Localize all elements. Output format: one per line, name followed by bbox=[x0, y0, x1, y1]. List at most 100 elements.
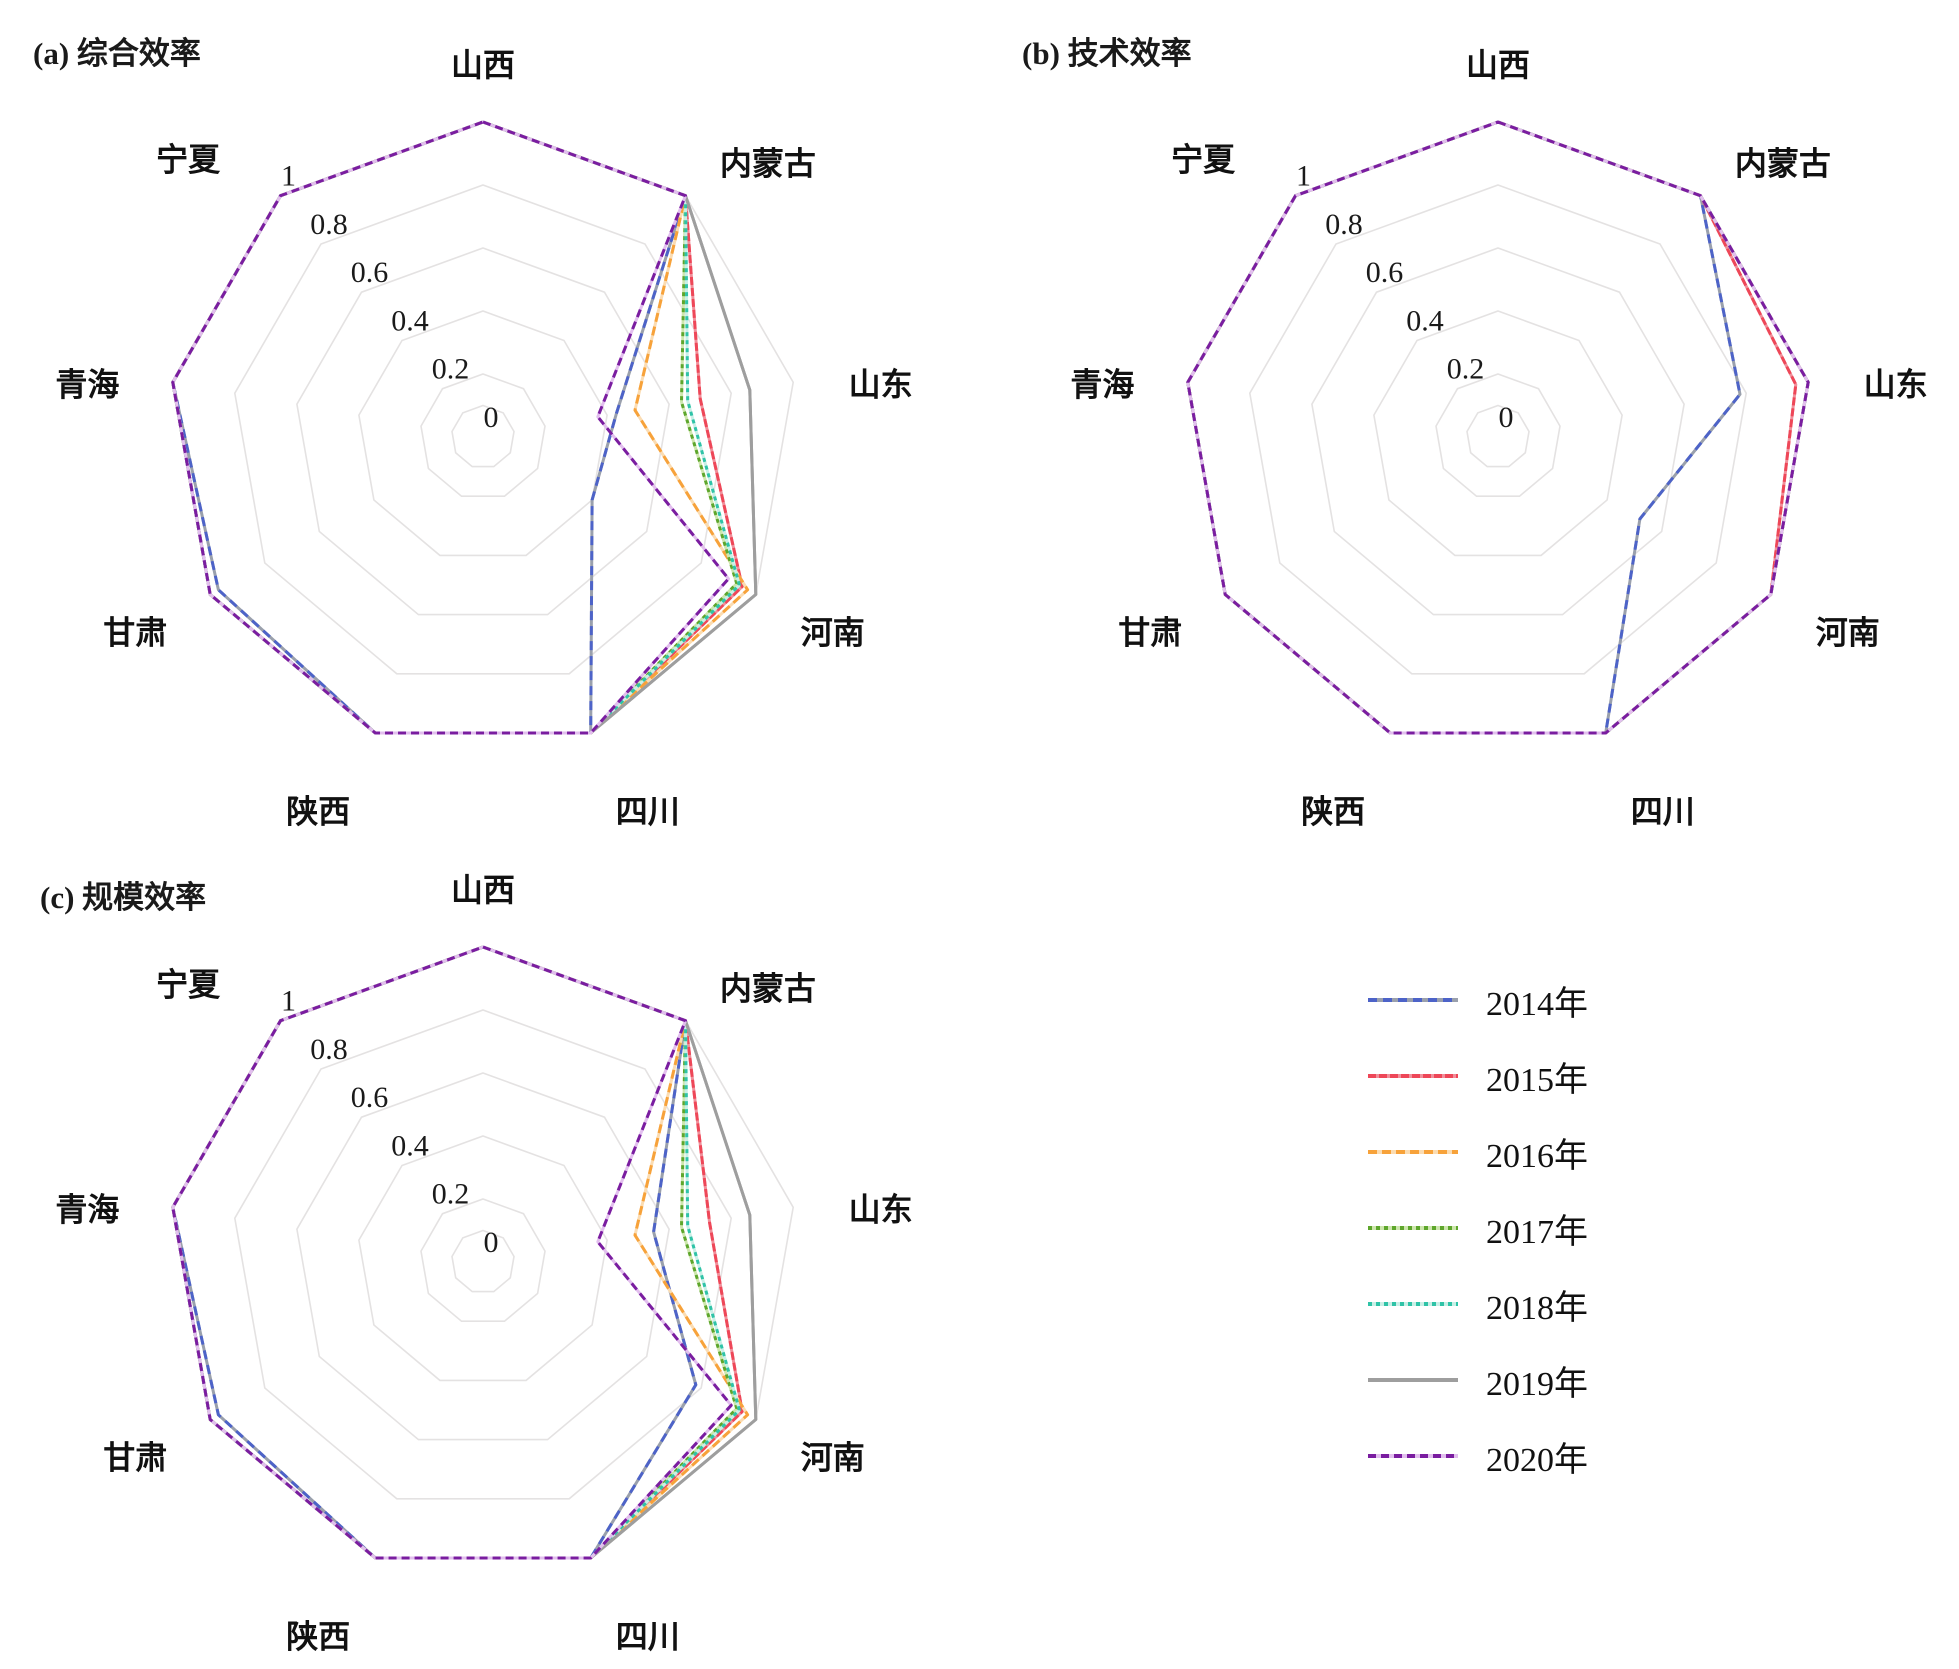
tick-label-a-1: 1 bbox=[281, 160, 296, 193]
grid-ring bbox=[1435, 373, 1561, 498]
series-2015年 bbox=[171, 120, 744, 735]
tick-label-c-0.2: 0.2 bbox=[432, 1178, 470, 1211]
series-under-2016年 bbox=[171, 120, 750, 735]
legend-line-2020-icon bbox=[1368, 1454, 1458, 1458]
series-2019年 bbox=[171, 120, 758, 735]
tick-label-c-1: 1 bbox=[281, 985, 296, 1018]
chart-c-title: (c) 规模效率 bbox=[40, 880, 207, 915]
axis-label-a-四川: 四川 bbox=[616, 794, 680, 830]
axis-label-b-甘肃: 甘肃 bbox=[1118, 615, 1182, 651]
tick-label-b-0.6: 0.6 bbox=[1366, 256, 1404, 289]
grid-ring bbox=[420, 373, 546, 498]
legend-line-2017-icon bbox=[1368, 1226, 1458, 1230]
series-2018年 bbox=[171, 120, 741, 735]
series-under-2014年 bbox=[1186, 120, 1742, 735]
series-under-2014年 bbox=[171, 945, 698, 1560]
tick-label-c-0.8: 0.8 bbox=[310, 1033, 348, 1066]
grid-ring bbox=[1248, 184, 1748, 675]
axis-label-b-河南: 河南 bbox=[1816, 615, 1880, 651]
series-2014年 bbox=[1186, 120, 1742, 735]
legend-item-2020: 2020年 bbox=[1368, 1418, 1698, 1494]
series-under-2018年 bbox=[171, 120, 741, 735]
axis-label-a-山西: 山西 bbox=[451, 47, 515, 83]
axis-label-b-内蒙古: 内蒙古 bbox=[1735, 146, 1831, 182]
axis-label-b-四川: 四川 bbox=[1631, 794, 1695, 830]
tick-label-a-0.6: 0.6 bbox=[351, 256, 389, 289]
legend-line-2018-icon bbox=[1368, 1302, 1458, 1306]
chart-b-title: (b) 技术效率 bbox=[1022, 36, 1192, 71]
axis-label-a-陕西: 陕西 bbox=[286, 794, 350, 830]
axis-label-b-青海: 青海 bbox=[1070, 367, 1134, 403]
axis-label-c-内蒙古: 内蒙古 bbox=[720, 971, 816, 1007]
series-under-2015年 bbox=[171, 945, 744, 1560]
legend-item-2019: 2019年 bbox=[1368, 1342, 1698, 1418]
axis-label-c-甘肃: 甘肃 bbox=[103, 1440, 167, 1476]
series-2016年 bbox=[171, 945, 750, 1560]
tick-label-c-0.4: 0.4 bbox=[391, 1130, 429, 1163]
grid-ring bbox=[1466, 404, 1530, 468]
tick-label-b-1: 1 bbox=[1296, 160, 1311, 193]
legend-label-2015: 2015年 bbox=[1486, 1061, 1588, 1099]
series-under-2015年 bbox=[171, 120, 744, 735]
legend-item-2017: 2017年 bbox=[1368, 1190, 1698, 1266]
axis-label-c-河南: 河南 bbox=[801, 1440, 865, 1476]
chart-a-title: (a) 综合效率 bbox=[33, 36, 201, 71]
legend-label-2017: 2017年 bbox=[1486, 1213, 1588, 1251]
legend-line-2014-icon bbox=[1368, 998, 1458, 1002]
tick-label-b-0: 0 bbox=[1499, 401, 1514, 434]
tick-label-c-0.6: 0.6 bbox=[351, 1081, 389, 1114]
grid-ring bbox=[451, 1229, 515, 1293]
legend-item-2018: 2018年 bbox=[1368, 1266, 1698, 1342]
series-2020年 bbox=[171, 120, 730, 735]
tick-label-c-0: 0 bbox=[484, 1226, 499, 1259]
axis-label-b-陕西: 陕西 bbox=[1301, 794, 1365, 830]
axis-label-c-宁夏: 宁夏 bbox=[156, 967, 221, 1003]
tick-label-a-0: 0 bbox=[484, 401, 499, 434]
axis-label-c-山东: 山东 bbox=[849, 1192, 913, 1228]
series-under-2018年 bbox=[171, 945, 741, 1560]
axis-label-a-河南: 河南 bbox=[801, 615, 865, 651]
legend: 2014年 2015年 2016年 2017年 2018年 2019年 2020… bbox=[1368, 962, 1698, 1494]
grid-ring bbox=[451, 404, 515, 468]
series-2020年 bbox=[1186, 120, 1810, 735]
grid-ring bbox=[358, 1135, 608, 1382]
axis-label-a-山东: 山东 bbox=[849, 367, 913, 403]
legend-item-2016: 2016年 bbox=[1368, 1114, 1698, 1190]
legend-label-2014: 2014年 bbox=[1486, 985, 1588, 1023]
legend-item-2015: 2015年 bbox=[1368, 1038, 1698, 1114]
axis-label-c-山西: 山西 bbox=[451, 872, 515, 908]
series-2015年 bbox=[171, 945, 744, 1560]
series-under-2019年 bbox=[171, 120, 758, 735]
grid-ring bbox=[296, 1072, 670, 1441]
tick-label-a-0.2: 0.2 bbox=[432, 353, 470, 386]
series-2018年 bbox=[171, 945, 741, 1560]
series-2016年 bbox=[171, 120, 750, 735]
axis-label-c-四川: 四川 bbox=[616, 1619, 680, 1655]
grid-ring bbox=[358, 310, 608, 557]
axis-label-a-内蒙古: 内蒙古 bbox=[720, 146, 816, 182]
axis-label-a-青海: 青海 bbox=[55, 367, 119, 403]
legend-item-2014: 2014年 bbox=[1368, 962, 1698, 1038]
axis-label-c-陕西: 陕西 bbox=[286, 1619, 350, 1655]
legend-line-2015-icon bbox=[1368, 1074, 1458, 1078]
series-under-2016年 bbox=[171, 945, 750, 1560]
grid-ring bbox=[1373, 310, 1623, 557]
axis-label-b-山西: 山西 bbox=[1466, 47, 1530, 83]
series-2019年 bbox=[171, 945, 758, 1560]
legend-label-2018: 2018年 bbox=[1486, 1289, 1588, 1327]
axis-label-a-甘肃: 甘肃 bbox=[103, 615, 167, 651]
grid-ring bbox=[1311, 247, 1685, 616]
series-2020年 bbox=[171, 945, 733, 1560]
axis-label-a-宁夏: 宁夏 bbox=[156, 142, 221, 178]
axis-label-c-青海: 青海 bbox=[55, 1192, 119, 1228]
series-under-2019年 bbox=[171, 945, 758, 1560]
legend-line-2016-icon bbox=[1368, 1150, 1458, 1154]
tick-label-b-0.8: 0.8 bbox=[1325, 208, 1363, 241]
grid-ring bbox=[420, 1198, 546, 1322]
legend-line-2019-icon bbox=[1368, 1378, 1458, 1382]
legend-label-2016: 2016年 bbox=[1486, 1137, 1588, 1175]
